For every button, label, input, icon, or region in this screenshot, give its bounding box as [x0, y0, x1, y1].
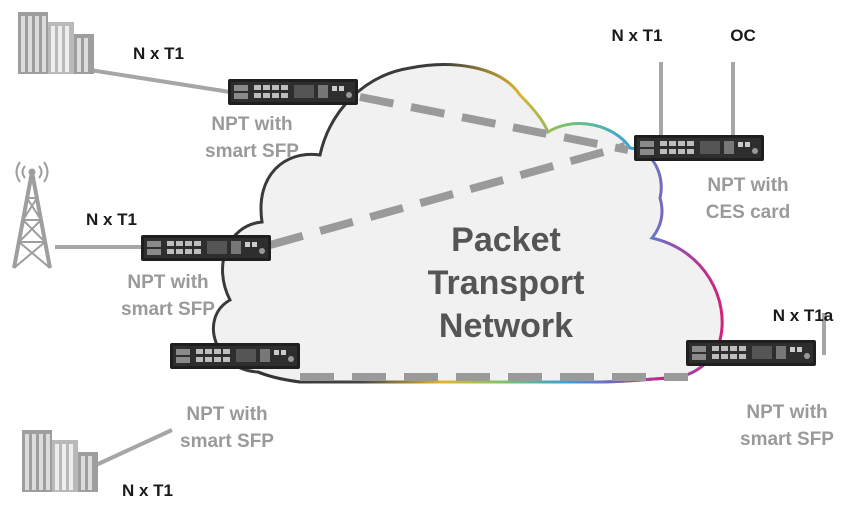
network-device-icon: [141, 235, 271, 261]
mid-left-device-label-1: NPT with: [127, 272, 208, 293]
network-device-icon: [686, 340, 816, 366]
link-top-left: [89, 68, 231, 94]
tunnel-mid-left-to-ces: [268, 142, 627, 249]
building-icon: [18, 12, 94, 74]
tunnel-top-left-to-ces: [359, 93, 629, 154]
bottom-right-link-label: N x T1a: [773, 306, 834, 325]
link-bottom-left: [95, 428, 173, 467]
access-links: [55, 62, 826, 467]
bottom-left-device-label-1: NPT with: [186, 404, 267, 425]
top-left-device-label-2: smart SFP: [205, 141, 299, 162]
top-right-oc-link-label: OC: [730, 26, 756, 45]
bottom-left-device-label-2: smart SFP: [180, 431, 274, 452]
top-left-device-label-1: NPT with: [211, 114, 292, 135]
mid-left-device-label-2: smart SFP: [121, 299, 215, 320]
mid-left-link-label: N x T1: [86, 210, 137, 229]
top-right-device-label-2: CES card: [706, 202, 790, 223]
top-left-link-label: N x T1: [133, 44, 184, 63]
cloud-title-line-2: Transport: [428, 264, 585, 302]
bottom-right-device-label-2: smart SFP: [740, 429, 834, 450]
top-right-device-label-1: NPT with: [707, 175, 788, 196]
cell-tower-icon: [12, 161, 52, 269]
bottom-right-device-label-1: NPT with: [746, 402, 827, 423]
top-right-t1-link-label: N x T1: [611, 26, 662, 45]
network-device-icon: [170, 343, 300, 369]
building-icon: [22, 430, 98, 492]
dashed-tunnels: [268, 93, 688, 381]
network-device-icon: [228, 79, 358, 105]
cloud-title-line-1: Packet: [451, 221, 561, 259]
cloud-title-line-3: Network: [439, 307, 573, 345]
network-device-icon: [634, 135, 764, 161]
bottom-left-link-label: N x T1: [122, 481, 173, 500]
